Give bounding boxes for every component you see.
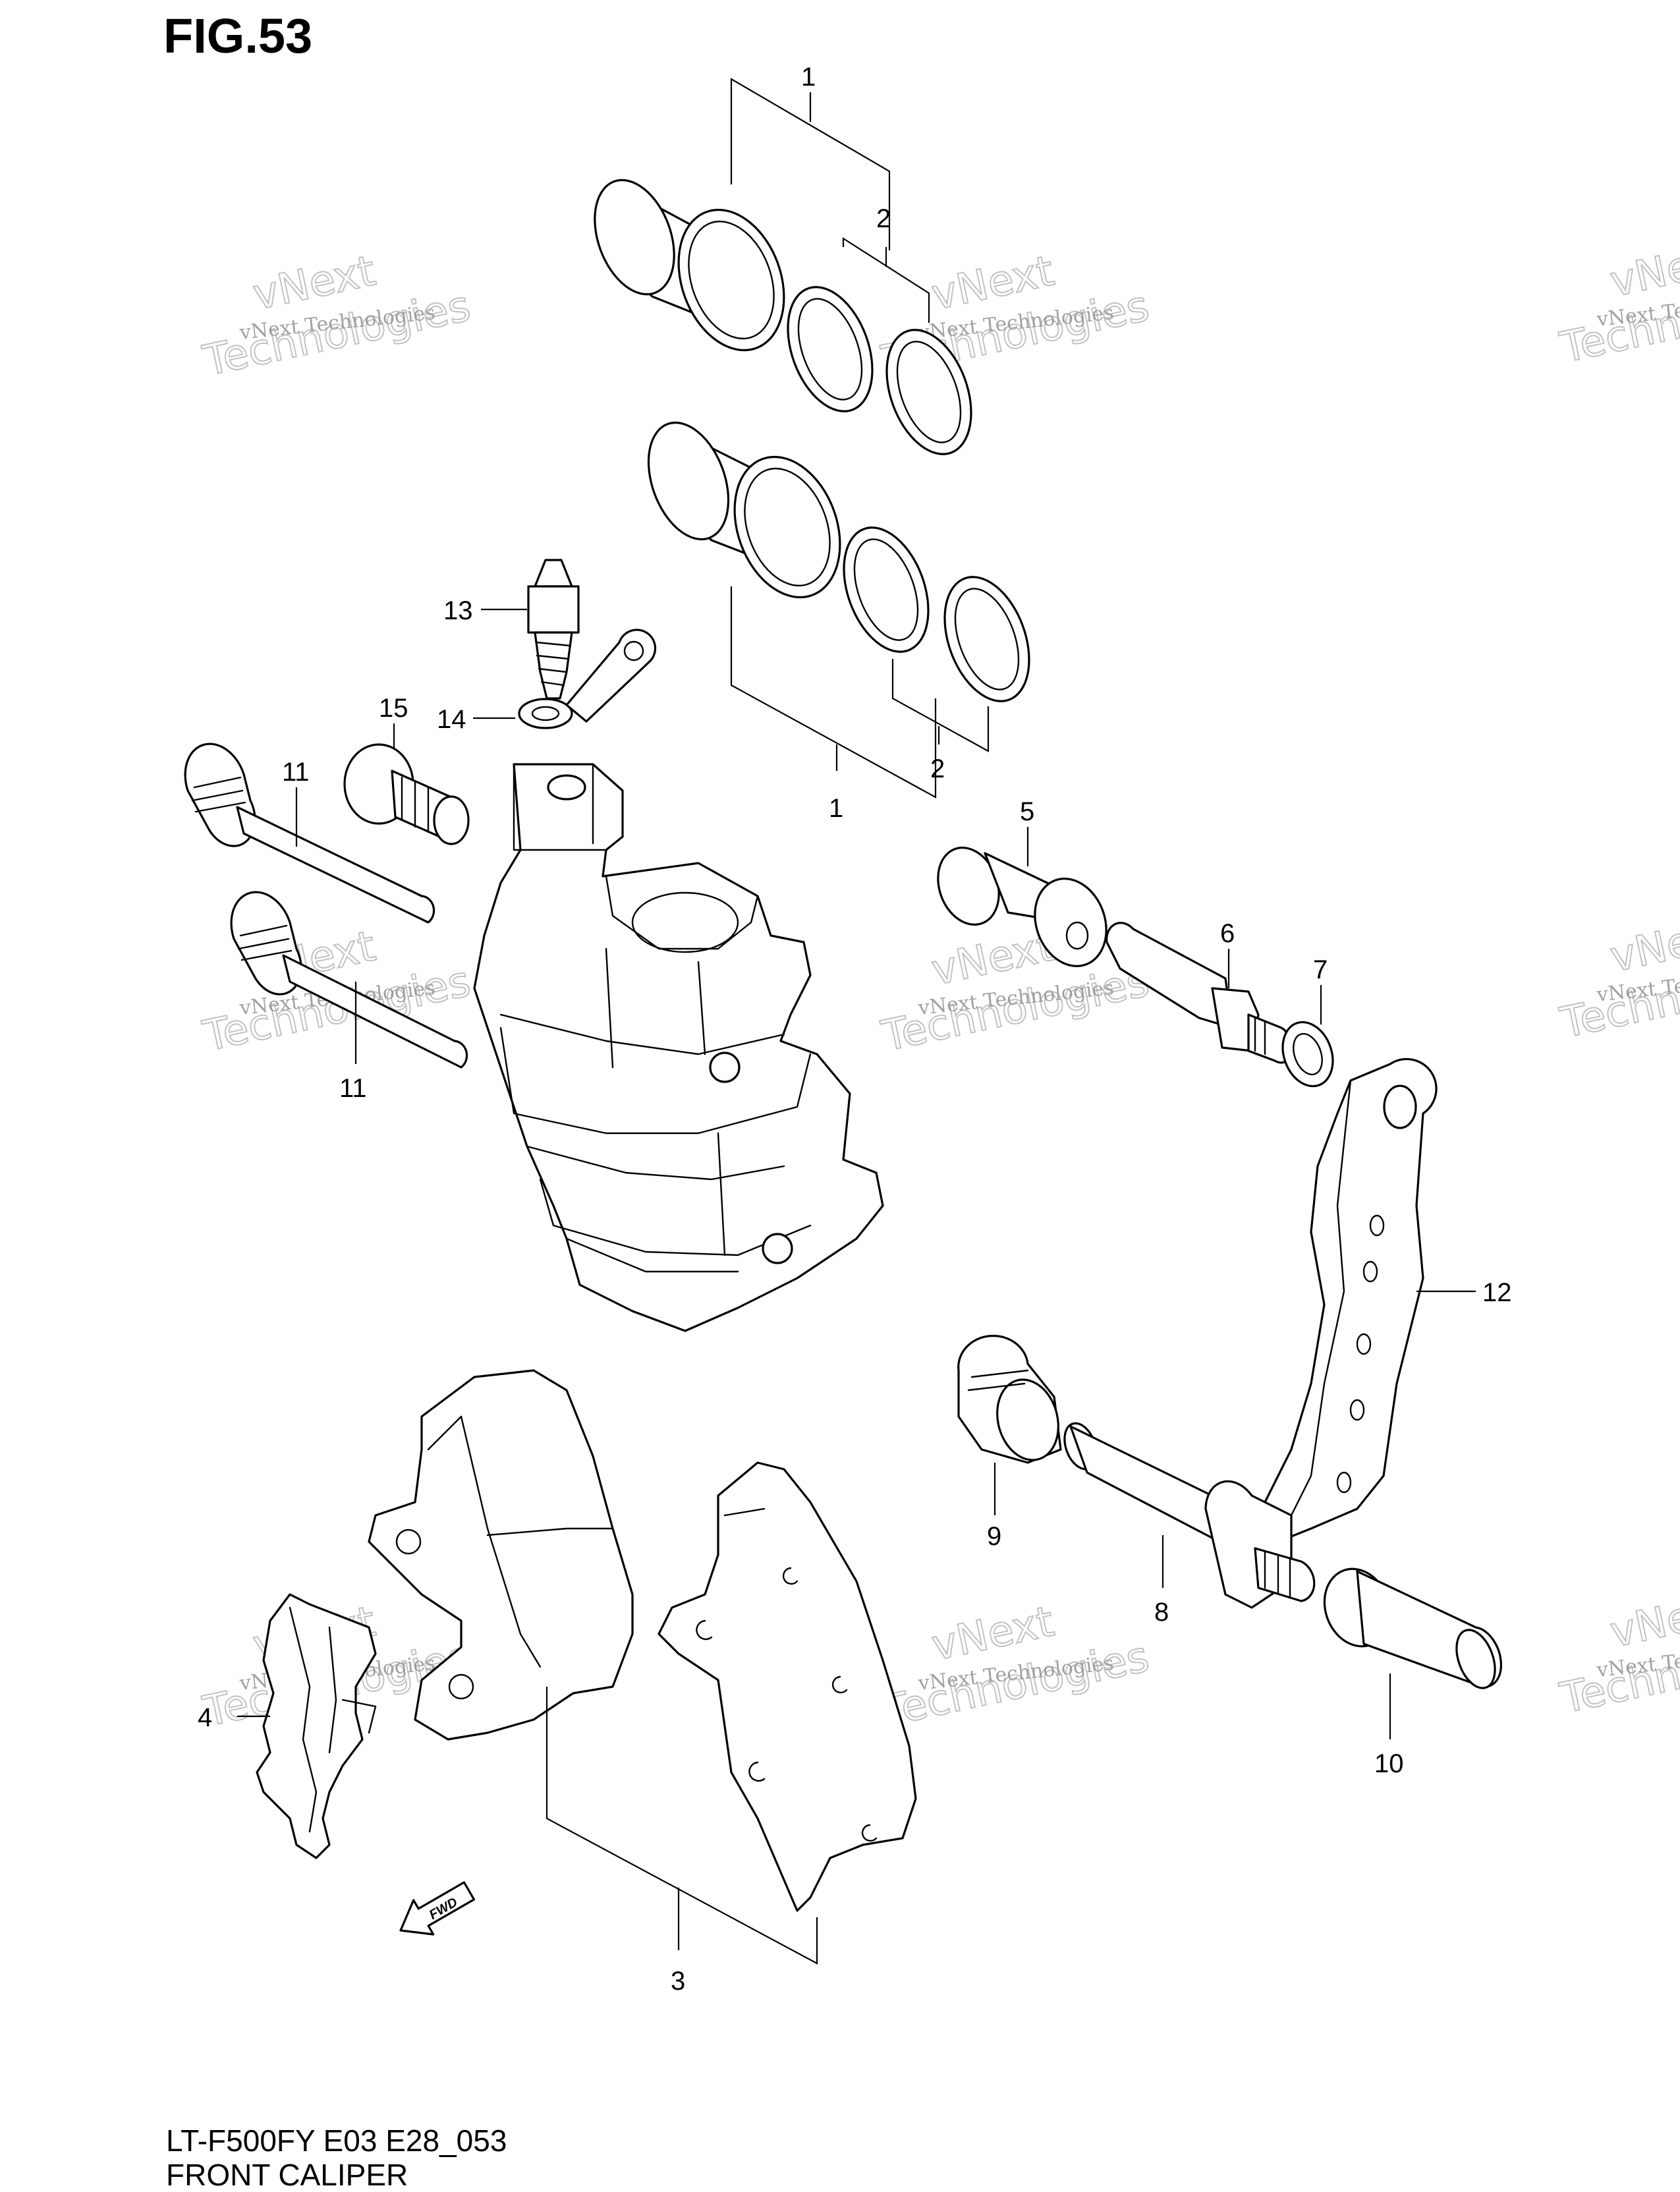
watermark-line2a: vNext xyxy=(1606,233,1680,306)
slide-pin-upper xyxy=(184,743,435,924)
figure-title: FIG.53 xyxy=(163,9,313,63)
pin-boot xyxy=(957,1334,1062,1464)
leader-lines xyxy=(237,608,1476,1739)
guide-pin xyxy=(1106,922,1294,1064)
seal-lower-2 xyxy=(943,576,1030,702)
callout-label: 4 xyxy=(198,1703,212,1732)
caliper-bolt xyxy=(343,743,470,845)
callout-label: 5 xyxy=(1020,797,1034,826)
dust-boot xyxy=(937,847,1107,967)
bleeder-cap xyxy=(518,629,657,729)
callout-label: 14 xyxy=(437,705,466,734)
seal-upper-1 xyxy=(787,286,874,412)
seal-lower-1 xyxy=(843,526,930,653)
callout-label: 15 xyxy=(379,694,408,723)
callout-label: 10 xyxy=(1374,1749,1404,1778)
watermark: vNext Technologies vNext Technologies xyxy=(198,246,476,386)
callout-label: 9 xyxy=(987,1522,1001,1551)
caliper-bracket xyxy=(1264,1057,1438,1543)
slide-pin-lower xyxy=(230,891,468,1069)
figure-caption: FRONT CALIPER xyxy=(166,2158,408,2192)
watermark: vNext Technologies vNext Technologies xyxy=(1555,1583,1680,1724)
callout-label: 11 xyxy=(282,758,310,787)
callout-label: 7 xyxy=(1313,955,1328,984)
piston-upper xyxy=(594,179,785,352)
caliper-body xyxy=(473,763,884,1332)
watermark-line2a: vNext xyxy=(1606,909,1680,982)
pad-spring xyxy=(256,1593,377,1859)
watermark-line2a: vNext xyxy=(1606,1584,1680,1657)
callout-label: 2 xyxy=(930,754,945,783)
model-code: LT-F500FY E03 E28_053 xyxy=(166,2123,507,2158)
callout-label: 1 xyxy=(801,63,816,92)
callout-label: 3 xyxy=(671,1967,685,1996)
callout-label: 6 xyxy=(1220,919,1235,948)
bracket-pin xyxy=(1063,1422,1316,1609)
callout-label: 13 xyxy=(443,596,473,625)
watermark: vNext Technologies vNext Technologies xyxy=(877,1596,1154,1737)
sleeve xyxy=(1323,1567,1503,1689)
brake-pad-front xyxy=(368,1369,634,1741)
callouts: 1 2 1 2 3 4 5 6 7 8 9 10 11 11 12 13 14 … xyxy=(198,63,1512,1996)
callout-label: 12 xyxy=(1482,1278,1512,1307)
callout-label: 11 xyxy=(339,1074,367,1103)
washer xyxy=(1281,1021,1334,1088)
brake-pad-rear xyxy=(658,1461,917,1912)
callout-label: 1 xyxy=(829,794,843,823)
leader-lines-1-2 xyxy=(730,78,990,799)
watermark: vNext Technologies vNext Technologies xyxy=(1555,908,1680,1048)
callout-label: 8 xyxy=(1154,1598,1169,1627)
callout-label: 2 xyxy=(876,204,891,233)
seal-upper-2 xyxy=(885,329,972,455)
piston-lower xyxy=(647,421,841,599)
bleeder-valve xyxy=(527,559,580,700)
fwd-arrow: FWD xyxy=(399,1881,476,1936)
leader-lines-3 xyxy=(546,1687,818,1965)
watermark: vNext Technologies vNext Technologies xyxy=(1555,233,1680,373)
